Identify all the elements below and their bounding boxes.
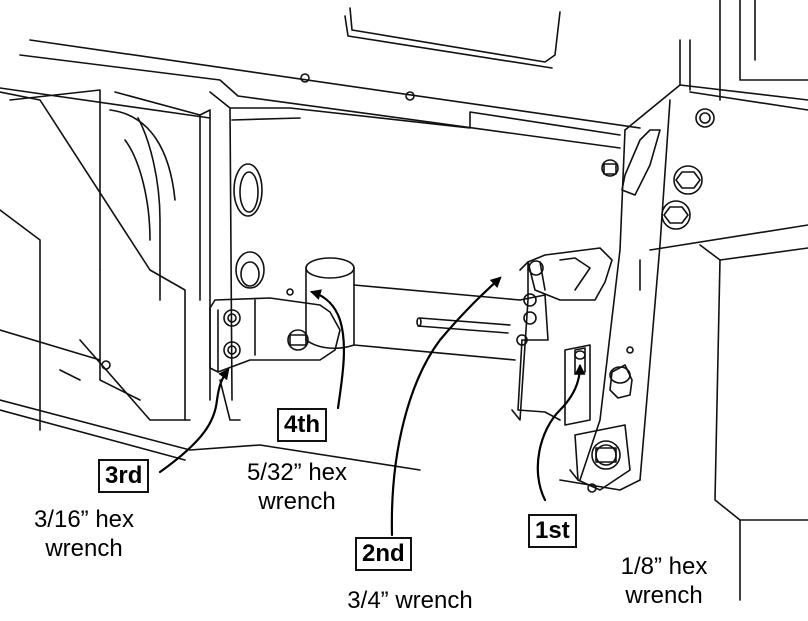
arrow-3rd [158, 368, 230, 474]
tool-label-3rd-line1: 3/16” hex [33, 506, 135, 533]
step-badge-1st: 1st [528, 514, 577, 548]
right-post [559, 0, 808, 601]
tool-label-4th: 5/32” hex wrench [222, 458, 372, 516]
tool-label-2nd-line1: 3/4” wrench [347, 587, 473, 614]
arrow-4th [309, 289, 346, 410]
arrow-1st [536, 363, 586, 502]
tool-label-1st-line1: 1/8” hex [620, 553, 708, 580]
tool-label-3rd: 3/16” hex wrench [10, 505, 158, 563]
step-badge-3rd: 3rd [98, 459, 150, 493]
collar [305, 257, 355, 350]
right-mount [511, 247, 613, 426]
tool-label-4th-line2: wrench [258, 488, 336, 515]
step-badge-2nd: 2nd [355, 537, 412, 571]
tool-label-4th-line1: 5/32” hex [246, 459, 348, 486]
tool-label-1st-line2: wrench [625, 582, 703, 609]
tool-label-3rd-line2: wrench [45, 535, 123, 562]
shaft [353, 284, 521, 361]
arrow-2nd [390, 276, 502, 537]
callout-arrows [158, 276, 586, 537]
tool-label-2nd: 3/4” wrench [300, 586, 520, 615]
tool-label-1st: 1/8” hex wrench [600, 552, 728, 610]
pivot-bracket [209, 251, 341, 373]
left-frame [0, 89, 421, 471]
top-panel [0, 7, 641, 149]
step-badge-4th: 4th [277, 408, 327, 442]
